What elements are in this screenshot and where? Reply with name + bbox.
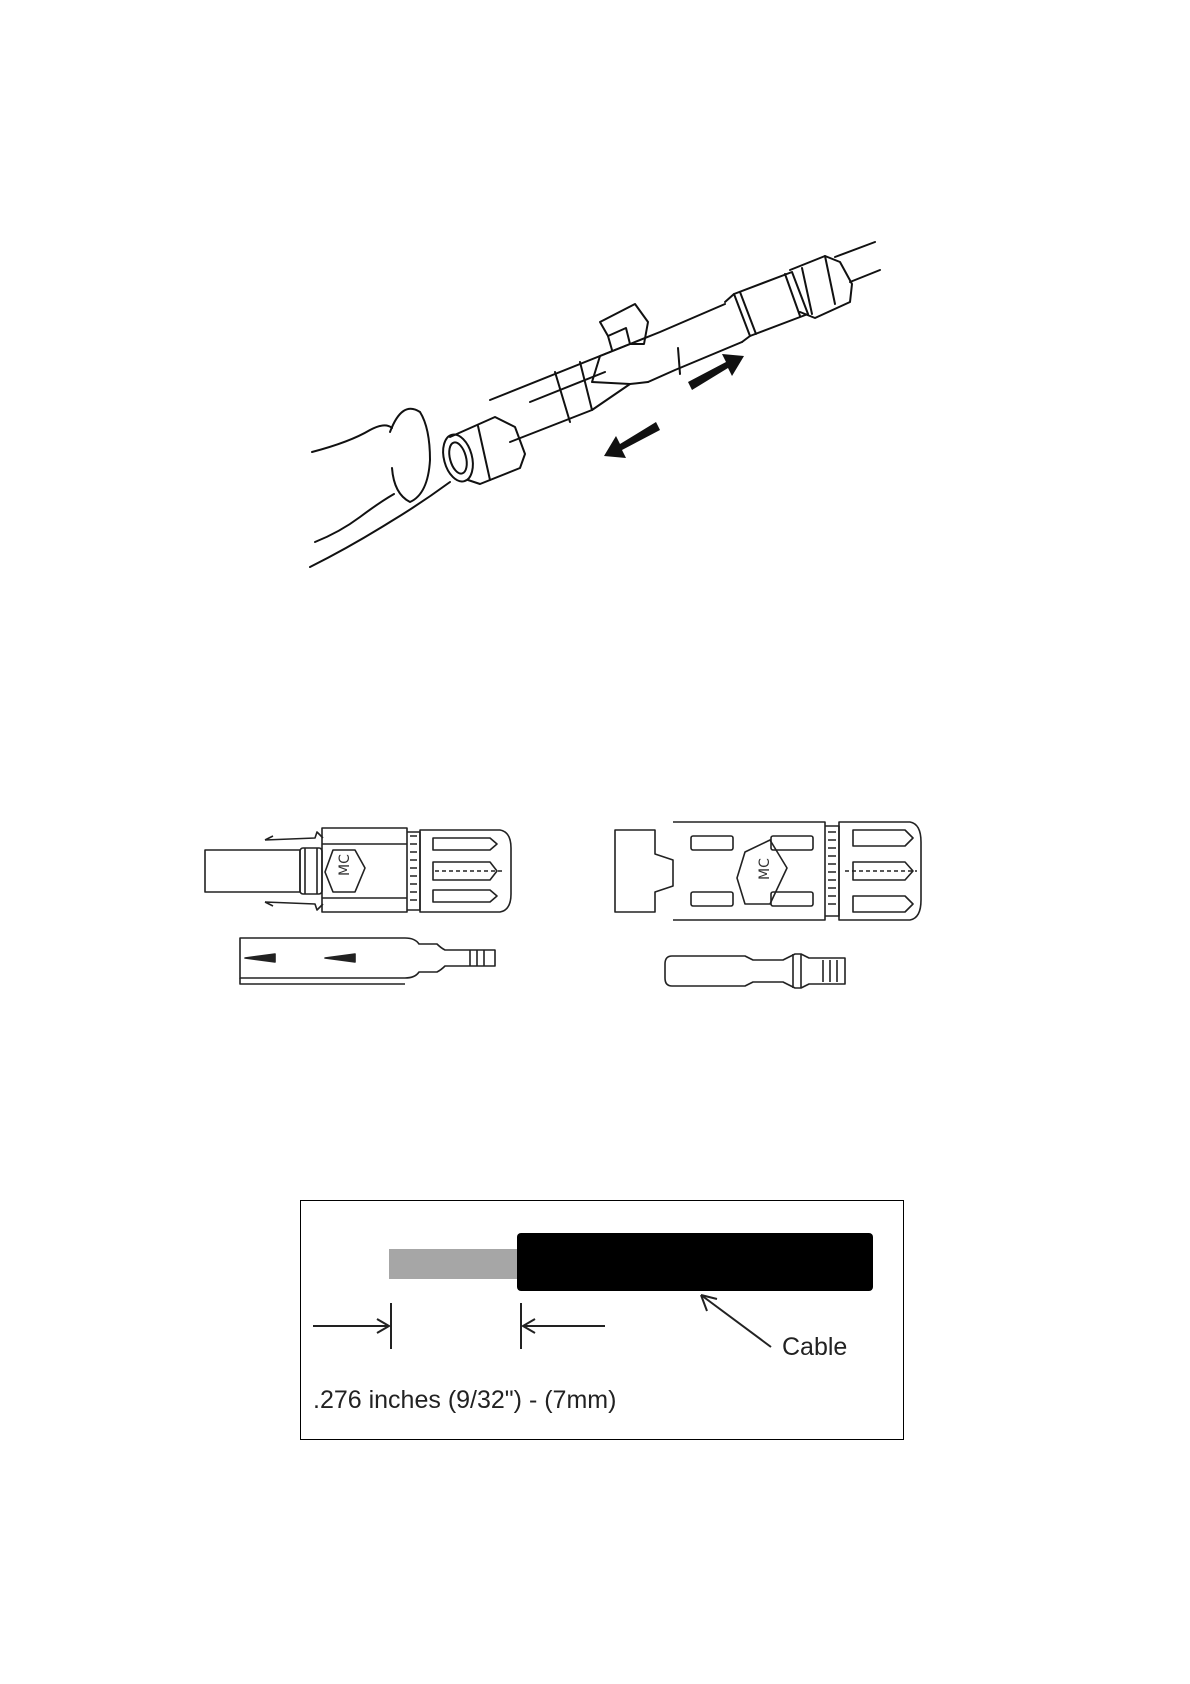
right-cable [835, 242, 880, 282]
cable-label: Cable [782, 1333, 847, 1362]
cable-jacket [517, 1233, 873, 1291]
rubber-boot [390, 409, 430, 502]
dimension-marks [313, 1303, 605, 1349]
left-nut [438, 417, 525, 485]
arrow-pull-icon [604, 422, 660, 458]
female-connector: MC [205, 828, 511, 912]
male-contact [665, 954, 845, 988]
female-contact [240, 938, 495, 984]
connector-mating-figure [330, 232, 870, 592]
male-connector: MC [615, 822, 921, 920]
stripped-conductor [389, 1249, 517, 1279]
arrow-push-icon [688, 354, 744, 390]
strip-length-figure: Cable .276 inches (9/32") - (7mm) [300, 1200, 904, 1440]
right-collar [725, 272, 808, 342]
cable-pointer-arrow-icon [701, 1295, 771, 1347]
female-logo: MC [337, 854, 353, 876]
male-logo: MC [757, 858, 773, 880]
right-nut [790, 256, 852, 318]
connector-parts-figure: MC MC [205, 808, 985, 1024]
latch-clip [600, 304, 648, 350]
measurement-label: .276 inches (9/32") - (7mm) [313, 1386, 616, 1415]
left-body [490, 344, 630, 442]
